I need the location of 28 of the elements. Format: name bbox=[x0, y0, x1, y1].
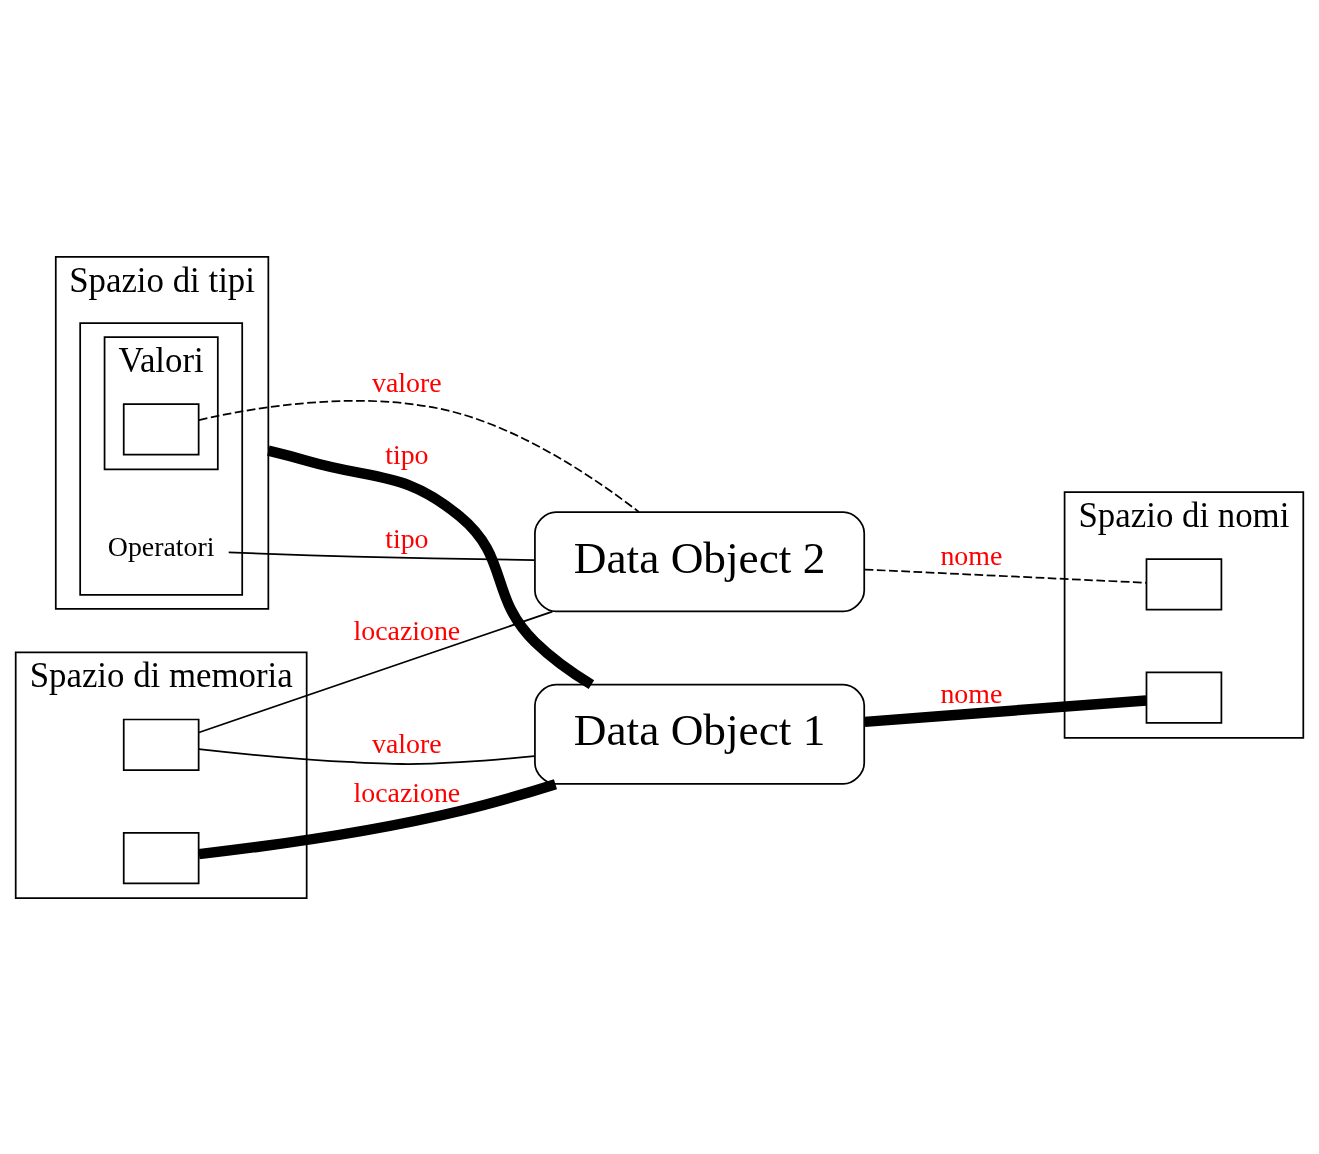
edge-label: nome bbox=[940, 539, 1003, 571]
cluster bbox=[79, 321, 244, 596]
connector bbox=[863, 568, 1148, 584]
connector bbox=[197, 747, 536, 765]
connector bbox=[267, 445, 595, 689]
edge-label: tipo bbox=[385, 438, 429, 470]
edge-label: valore bbox=[372, 727, 442, 759]
edge-label: valore bbox=[372, 366, 442, 398]
node-box bbox=[1145, 557, 1223, 611]
node-text: Operatori bbox=[107, 530, 215, 562]
edge-label: locazione bbox=[353, 614, 461, 646]
node-box: Data Object 1 bbox=[534, 683, 866, 785]
connector bbox=[198, 778, 558, 859]
cluster: Spazio di nomi bbox=[1063, 490, 1305, 739]
connector bbox=[227, 551, 536, 561]
connector bbox=[198, 610, 554, 733]
edge-label: nome bbox=[940, 677, 1003, 709]
cluster: Spazio di memoria bbox=[14, 651, 308, 899]
node-box: Data Object 2 bbox=[534, 510, 866, 612]
node-box bbox=[1145, 671, 1223, 724]
cluster: Valori bbox=[103, 335, 219, 470]
node-box bbox=[122, 831, 200, 884]
edge-label: locazione bbox=[353, 776, 461, 808]
edge-label: tipo bbox=[385, 522, 429, 554]
connector bbox=[198, 399, 640, 513]
connector bbox=[864, 694, 1147, 727]
node-box bbox=[122, 402, 200, 456]
node-box bbox=[122, 718, 200, 771]
